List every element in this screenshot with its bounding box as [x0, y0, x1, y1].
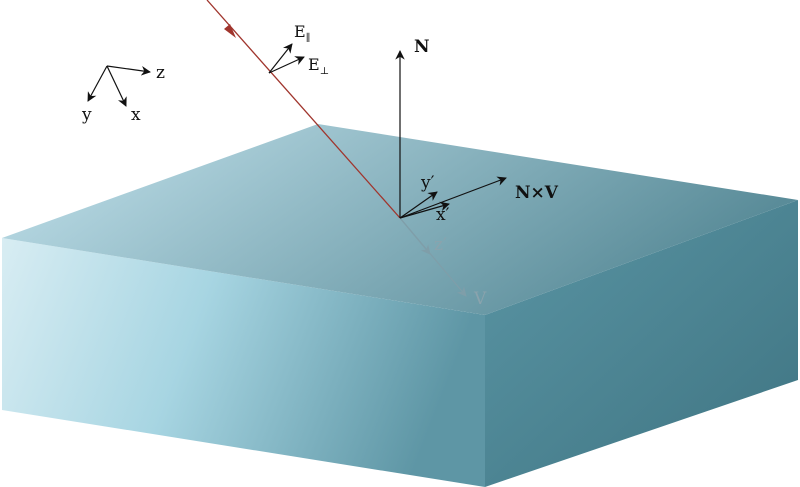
e-perp-arrow	[268, 56, 305, 74]
y-axis-label: y	[81, 105, 92, 125]
y-prime-axis-arrow	[399, 191, 438, 219]
z-prime-axis-arrow	[399, 217, 431, 255]
z-prime-label: z′	[434, 235, 447, 255]
x-prime-axis-arrow	[399, 201, 450, 219]
slab-side-face	[485, 200, 798, 487]
z-axis-arrow	[106, 65, 151, 76]
e-parallel-label: E∥	[294, 22, 310, 44]
slab	[2, 124, 798, 487]
transmitted-vectors: z′ V	[399, 217, 487, 309]
incident-ray-arrowhead	[224, 24, 236, 38]
slab-top-face	[2, 124, 798, 315]
x-prime-label: x′	[436, 205, 450, 225]
e-perp-label: E⊥	[308, 55, 329, 77]
normal-label: N	[414, 37, 430, 57]
local-frame: N N×V y′ x′	[395, 37, 559, 225]
incident-ray	[206, 0, 401, 219]
y-axis-arrow	[87, 65, 108, 102]
z-axis-label: z	[156, 63, 165, 83]
y-prime-label: y′	[420, 173, 435, 193]
x-axis-label: x	[131, 105, 141, 125]
x-axis-arrow	[106, 65, 127, 107]
cross-product-arrow	[399, 176, 507, 219]
slab-front-face	[2, 238, 485, 487]
polarization-vectors: E∥ E⊥	[268, 22, 329, 77]
cross-product-label: N×V	[515, 183, 559, 203]
e-parallel-arrow	[268, 43, 293, 74]
incident-ray-line	[206, 0, 401, 219]
v-label: V	[473, 289, 487, 309]
global-axes: z y x	[81, 63, 165, 125]
